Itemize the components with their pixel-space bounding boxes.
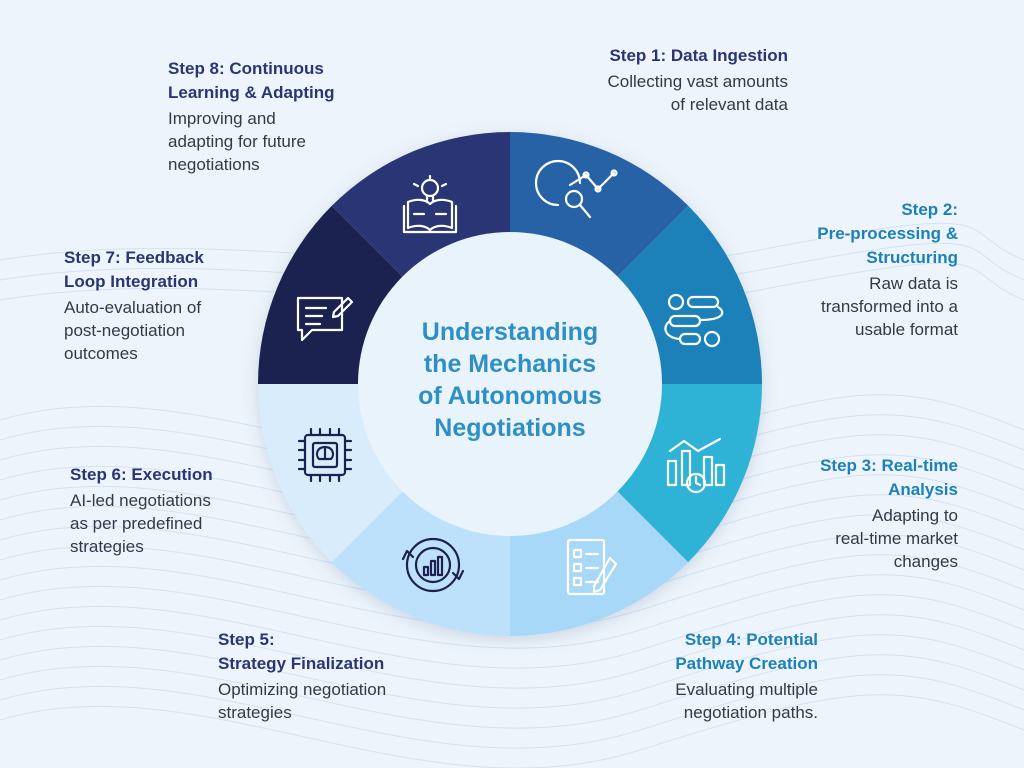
step-1-title: Step 1: Data Ingestion: [609, 46, 788, 65]
step-1: Step 1: Data Ingestion Collecting vast a…: [548, 44, 788, 116]
step-5: Step 5:Strategy Finalization Optimizing …: [218, 628, 458, 724]
strategy-cycle-icon: [401, 537, 465, 593]
title-line: Negotiations: [434, 414, 586, 442]
feedback-icon: [296, 296, 354, 342]
title-line: of Autonomous: [418, 382, 602, 410]
step-5-title: Step 5:Strategy Finalization: [218, 630, 385, 673]
learning-book-icon: [402, 174, 458, 234]
title-line: the Mechanics: [423, 350, 597, 378]
data-analysis-icon: [534, 159, 618, 219]
title-line: Understanding: [421, 318, 599, 346]
step-2: Step 2:Pre-processing &Structuring Raw d…: [718, 198, 958, 341]
workflow-icon: [664, 293, 724, 348]
checklist-icon: [566, 538, 618, 596]
ai-chip-icon: [297, 427, 353, 483]
diagram-title: Understanding the Mechanics of Autonomou…: [380, 316, 640, 444]
step-2-title: Step 2:Pre-processing &Structuring: [817, 200, 958, 267]
realtime-chart-icon: [666, 437, 726, 494]
center-circle: [358, 232, 662, 536]
step-6-title: Step 6: Execution: [70, 465, 213, 484]
